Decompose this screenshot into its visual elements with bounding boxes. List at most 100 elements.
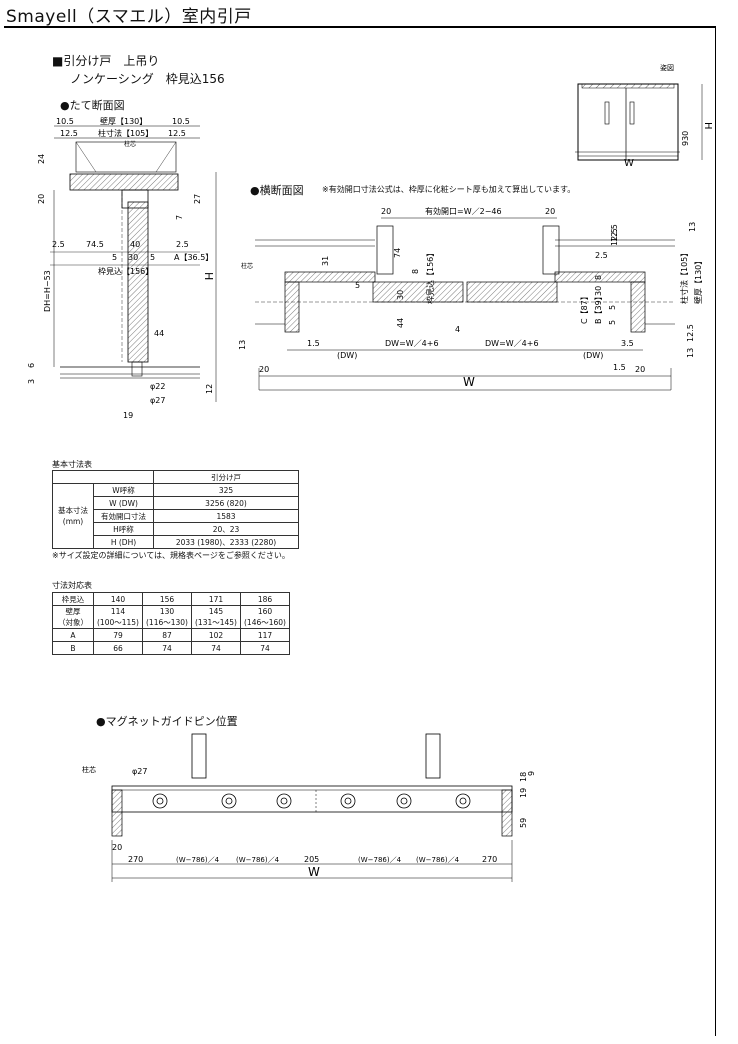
vdim-74-5: 74.5 [86, 240, 104, 249]
vdim-20: 20 [37, 194, 46, 204]
dim-a-4: 117 [240, 628, 290, 642]
hdim-20-c: 20 [259, 365, 269, 374]
vdim-3: 3 [27, 379, 36, 384]
magnet-18: 18 [519, 772, 528, 782]
vdim-12-5-b: 12.5 [168, 129, 186, 138]
dim-a-0: A [52, 628, 94, 642]
dim-header-1: 140 [93, 592, 143, 606]
hdim-2-5: 2.5 [595, 251, 608, 260]
hdim-13: 13 [688, 222, 697, 232]
vdim-frame: 枠見込【156】 [98, 266, 153, 276]
basic-table-group-unit: (mm) [62, 517, 84, 526]
spec-block: ■引分け戸 上吊り ノンケーシング 枠見込156 [52, 52, 225, 88]
basic-table-title: 基本寸法表 [52, 460, 92, 469]
dim-wall-value: 145 [208, 607, 224, 616]
hdim-12-5-c: 12.5 [610, 228, 619, 246]
elevation-h: H [702, 122, 713, 130]
hdim-4: 4 [455, 325, 460, 334]
hdim-20-d: 20 [635, 365, 645, 374]
dim-header-4: 186 [240, 592, 290, 606]
hdim-dw-paren-a: (DW) [337, 351, 357, 360]
magnet-9: 9 [527, 771, 536, 776]
hdim-30b: 30 [594, 286, 603, 296]
horizontal-section-figure: 20 有効開口=W／2−46 20 13 12.5 31 74 8 枠見込【15… [238, 206, 703, 391]
magnet-section-label: ●マグネットガイドピン位置 [96, 715, 238, 728]
dim-wall-range: (146〜160) [244, 618, 286, 627]
magnet-19: 19 [519, 788, 528, 798]
dim-wall-value: 130 [159, 607, 175, 616]
basic-table-corner [52, 470, 154, 484]
vdim-phi22: φ22 [150, 382, 165, 391]
dim-a-2: 87 [142, 628, 192, 642]
hdim-31: 31 [321, 256, 330, 266]
vdim-19: 19 [123, 411, 133, 420]
vdim-5-a: 5 [112, 253, 117, 262]
magnet-span-2: (W−786)／4 [236, 856, 280, 864]
basic-row-value-3: 20、23 [153, 522, 299, 536]
hdim-12-5-b: 12.5 [686, 324, 695, 342]
hdim-opening: 有効開口=W／2−46 [425, 206, 502, 216]
vdim-5-b: 5 [150, 253, 155, 262]
basic-row-label-2: 有効開口寸法 [93, 509, 154, 523]
dim-wall-value: 114 [110, 607, 126, 616]
vdim-post: 柱寸法【105】 [98, 128, 153, 138]
magnet-phi27: φ27 [132, 767, 147, 776]
dimension-correspondence-table: 枠見込 140 156 171 186 壁厚 （対象） 114(100〜115)… [52, 592, 290, 655]
hdim-13-c: 13 [686, 348, 695, 358]
dim-wall-sub: （対象） [58, 618, 88, 627]
vdim-44: 44 [154, 329, 164, 338]
magnet-center: 柱芯 [82, 765, 96, 774]
page-title: Smayell（スマエル）室内引戸 [6, 7, 252, 27]
hdim-w: W [463, 375, 475, 389]
hdim-dw1: DW=W／4+6 [385, 339, 439, 348]
dim-wall-cell-2: 145(131〜145) [191, 605, 241, 629]
basic-table-group: 基本寸法 (mm) [52, 483, 94, 549]
elevation-label: 姿図 [660, 63, 674, 72]
magnet-w: W [308, 865, 320, 879]
dim-wall-label: 壁厚 [65, 607, 81, 616]
vdim-6: 6 [27, 363, 36, 368]
hdim-frame156: 枠見込【156】 [425, 249, 435, 304]
basic-row-label-1: W (DW) [93, 496, 154, 510]
hdim-1-5-a: 1.5 [307, 339, 320, 348]
magnet-span-0: 270 [128, 855, 143, 864]
hdim-dw-paren-b: (DW) [583, 351, 603, 360]
hdim-13-b: 13 [238, 340, 247, 350]
vdim-24: 24 [37, 154, 46, 164]
dim-b-3: 74 [191, 641, 241, 655]
hdim-3-5: 3.5 [621, 339, 634, 348]
magnet-59: 59 [519, 818, 528, 828]
basic-row-value-2: 1583 [153, 509, 299, 523]
dim-b-1: 66 [93, 641, 143, 655]
vdim-phi27: φ27 [150, 396, 165, 405]
basic-row-value-1: 3256 (820) [153, 496, 299, 510]
vdim-10-5-b: 10.5 [172, 117, 190, 126]
dim-wall-range: (100〜115) [97, 618, 139, 627]
elevation-w: W [624, 158, 634, 169]
magnet-span-3: 205 [304, 855, 319, 864]
hdim-dw2: DW=W／4+6 [485, 339, 539, 348]
vdim-10-5-a: 10.5 [56, 117, 74, 126]
vertical-section-label: ●たて断面図 [60, 99, 125, 112]
hdim-center: 柱芯 [241, 262, 253, 270]
dim-a-3: 102 [191, 628, 241, 642]
hdim-74: 74 [393, 248, 402, 258]
elevation-930: 930 [681, 131, 690, 146]
elevation-figure: 姿図 W H 930 [575, 63, 713, 169]
hdim-1-5-b: 1.5 [613, 363, 626, 372]
hdim-8: 8 [411, 269, 420, 274]
spec-line-1: ■引分け戸 上吊り [52, 54, 160, 68]
vertical-section-figure: 10.5 壁厚【130】 10.5 12.5 柱寸法【105】 12.5 柱芯 … [27, 116, 217, 420]
basic-table-header: 引分け戸 [153, 470, 299, 484]
dim-b-4: 74 [240, 641, 290, 655]
basic-row-label-0: W呼称 [93, 483, 154, 497]
magnet-pin-figure: 柱芯 φ27 18 19 9 59 20 270 (W−786)／4 (W−78… [82, 733, 536, 882]
dim-header-2: 156 [142, 592, 192, 606]
dim-wall-cell-3: 160(146〜160) [240, 605, 290, 629]
spec-line-2: ノンケーシング 枠見込156 [70, 72, 225, 86]
hdim-c87: C【87】 [580, 292, 589, 324]
hdim-5: 5 [355, 281, 360, 290]
dim-a-1: 79 [93, 628, 143, 642]
right-border [715, 26, 716, 1036]
dim-wall-cell-0: 114 (100〜115) [93, 605, 143, 629]
